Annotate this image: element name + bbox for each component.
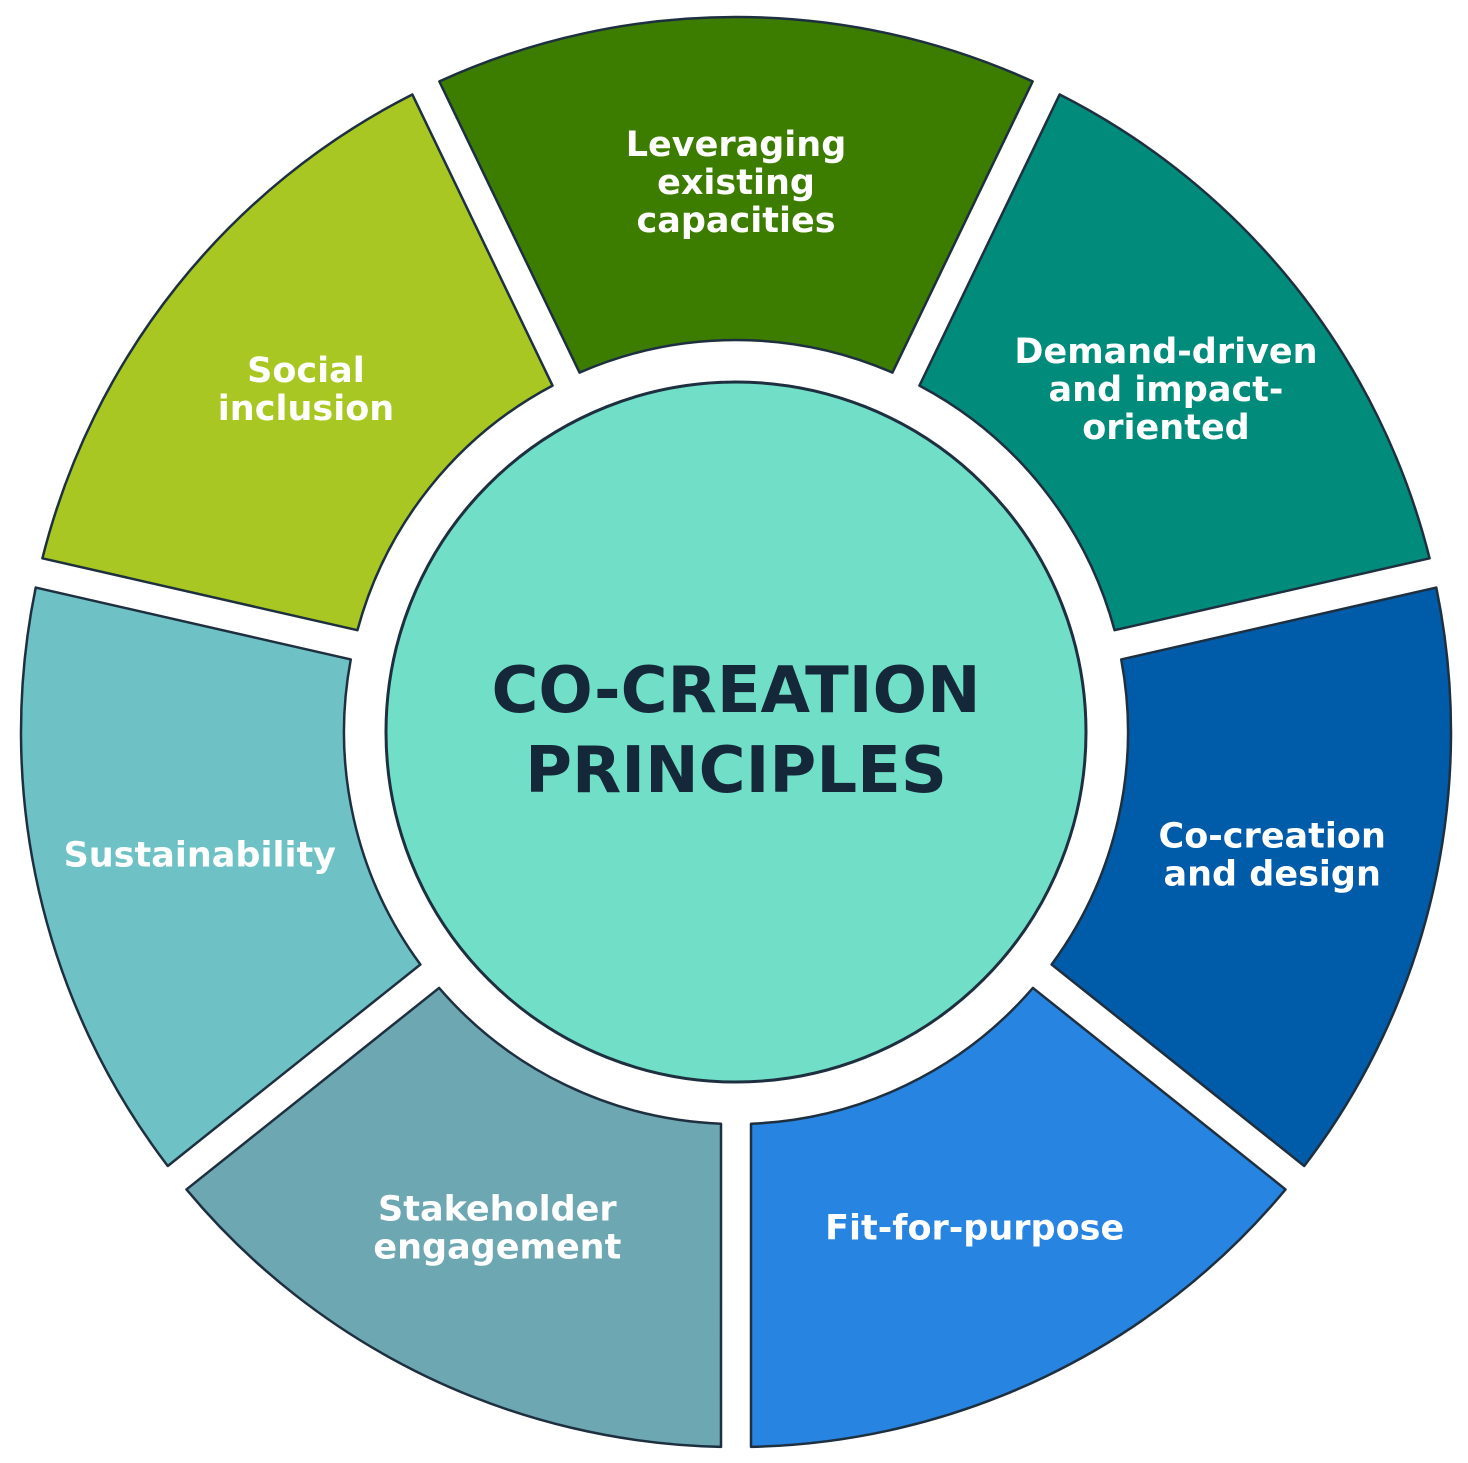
segment-label-line: and design [1164, 854, 1381, 894]
segment-shape-co-creation-design [1050, 586, 1453, 1168]
segment-label-line: Co-creation [1159, 816, 1386, 856]
segment-shape-demand-driven [918, 93, 1431, 632]
segment-label-line: engagement [373, 1228, 621, 1268]
segment-label-line: Leveraging [626, 125, 847, 165]
center-title-line: PRINCIPLES [525, 734, 947, 808]
segment-label-line: capacities [636, 201, 835, 241]
center-circle [384, 380, 1088, 1084]
center-title-line: CO-CREATION [491, 654, 980, 728]
segment-label-line: Fit-for-purpose [825, 1209, 1124, 1249]
segment-shape-sustainability [19, 586, 422, 1168]
segment-label-line: and impact- [1049, 370, 1284, 410]
segment-shape-stakeholder [185, 986, 723, 1449]
segment-sustainability: Sustainability [19, 586, 422, 1168]
segment-label-line: Sustainability [64, 835, 337, 875]
segment-shape-fit-for-purpose [749, 986, 1287, 1449]
segment-shape-leveraging [438, 15, 1034, 374]
segment-label-fit-for-purpose: Fit-for-purpose [825, 1209, 1124, 1249]
segment-shape-social-inclusion [41, 93, 554, 632]
segment-label-line: oriented [1082, 408, 1249, 448]
segment-label-sustainability: Sustainability [64, 835, 337, 875]
segment-label-line: inclusion [218, 389, 394, 429]
segment-label-line: Social [247, 351, 365, 391]
segment-label-line: Stakeholder [378, 1190, 617, 1230]
segment-label-line: Demand-driven [1014, 332, 1317, 372]
segment-fit-for-purpose: Fit-for-purpose [749, 986, 1287, 1449]
segment-label-line: existing [657, 163, 815, 203]
